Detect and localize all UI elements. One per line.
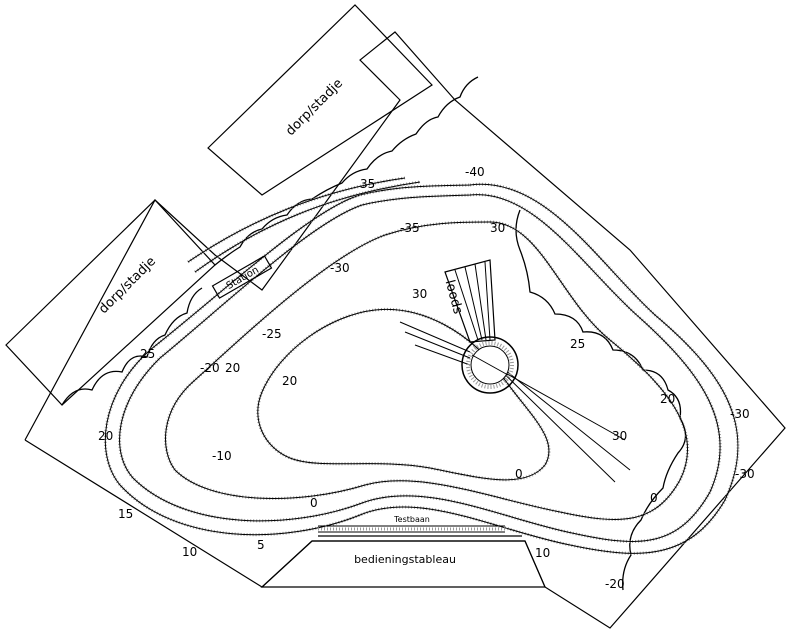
elevation-marker: 30 [490, 221, 505, 235]
elevation-marker: 25 [140, 347, 155, 361]
control-panel-label: bedieningstableau [354, 553, 456, 566]
town-top-label: dorp/stadje [283, 76, 346, 139]
testbaan-label: Testbaan [393, 515, 430, 524]
elevation-marker: 35 [360, 177, 375, 191]
elevation-marker: -25 [262, 327, 282, 341]
control-panel: bedieningstableau [260, 535, 546, 588]
elevation-marker: -30 [330, 261, 350, 275]
elevation-marker: 0 [310, 496, 318, 510]
elevation-marker: 5 [257, 538, 265, 552]
elevation-marker: 30 [412, 287, 427, 301]
elevation-marker: -40 [465, 165, 485, 179]
elevation-marker: 20 [225, 361, 240, 375]
elevation-marker: -20 [200, 361, 220, 375]
elevation-marker: 15 [118, 507, 133, 521]
loods-label: loods [442, 278, 465, 315]
elevation-marker: 20 [282, 374, 297, 388]
station-tracks [187, 176, 421, 274]
elevation-marker: 10 [535, 546, 550, 560]
elevation-marker: -30 [730, 407, 750, 421]
test-track: Testbaan [318, 515, 505, 533]
turntable [399, 321, 631, 483]
scenery-edges [61, 76, 687, 591]
town-area-top: dorp/stadje [207, 4, 433, 196]
town-area-left: dorp/stadje [5, 199, 216, 406]
elevation-marker: 10 [182, 545, 197, 559]
elevation-marker: 20 [660, 392, 675, 406]
elevation-marker: 0 [650, 491, 658, 505]
elevation-marker: 0 [515, 467, 523, 481]
elevation-marker: -10 [212, 449, 232, 463]
elevation-marker: 20 [98, 429, 113, 443]
elevation-markers: -40 35 -35 30 -30 30 -25 20 -20 25 20 -1… [98, 165, 755, 591]
baseboard-outline [24, 31, 786, 629]
elevation-marker: 25 [570, 337, 585, 351]
town-left-label: dorp/stadje [96, 254, 159, 317]
locomotive-shed: loods [442, 259, 496, 343]
elevation-marker: -30 [735, 467, 755, 481]
elevation-marker: 30 [612, 429, 627, 443]
elevation-marker: -35 [400, 221, 420, 235]
elevation-marker: -20 [605, 577, 625, 591]
